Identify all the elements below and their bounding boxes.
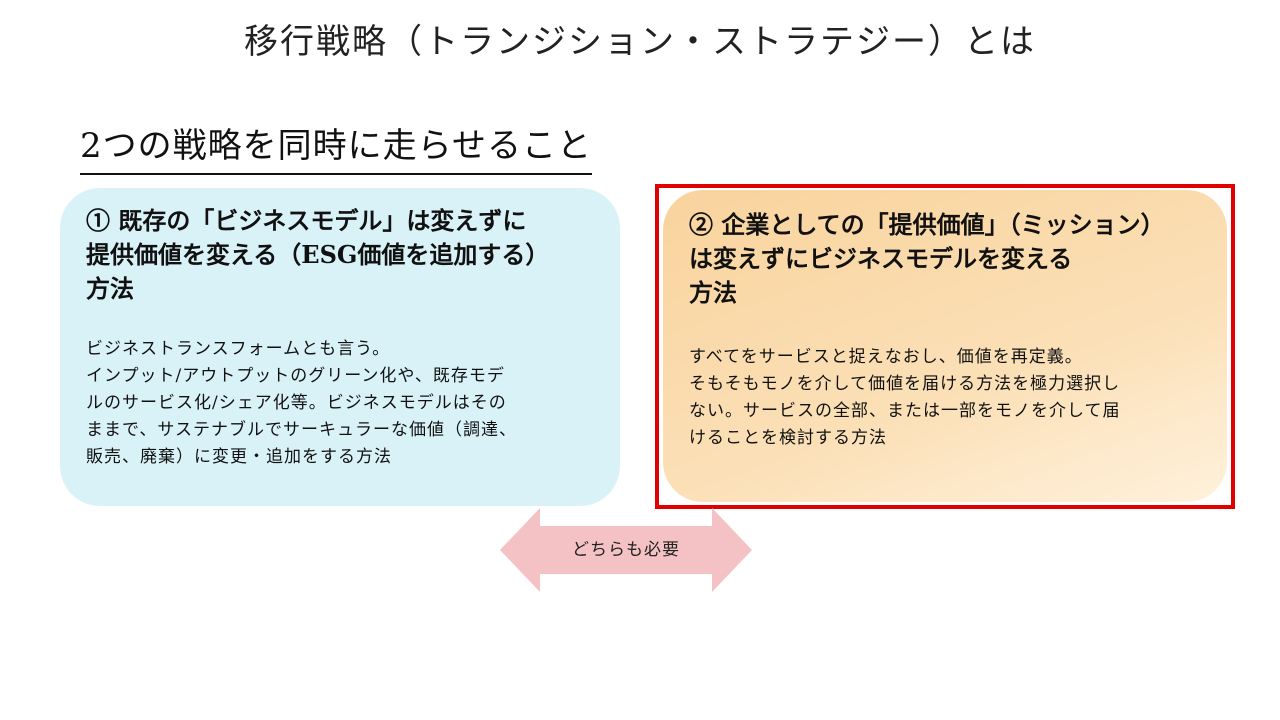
double-arrow-icon xyxy=(500,508,752,592)
strategy-card-1-heading: ① 既存の「ビジネスモデル」は変えずに 提供価値を変える（ESG価値を追加する）… xyxy=(86,206,550,303)
both-required-connector: どちらも必要 xyxy=(500,508,752,592)
strategy-card-1: ① 既存の「ビジネスモデル」は変えずに 提供価値を変える（ESG価値を追加する）… xyxy=(60,188,620,506)
strategy-card-2-highlight-frame: ② 企業としての「提供価値」（ミッション） は変えずにビジネスモデルを変える 方… xyxy=(655,184,1235,509)
strategy-card-2-heading: ② 企業としての「提供価値」（ミッション） は変えずにビジネスモデルを変える 方… xyxy=(689,210,1165,307)
connector-label: どちらも必要 xyxy=(572,540,680,560)
strategy-card-2: ② 企業としての「提供価値」（ミッション） は変えずにビジネスモデルを変える 方… xyxy=(663,190,1227,502)
strategy-card-2-body: すべてをサービスと捉えなおし、価値を再定義。 そもそもモノを介して価値を届ける方… xyxy=(689,347,1121,448)
strategy-card-1-body: ビジネストランスフォームとも言う。 インプット/アウトプットのグリーン化や、既存… xyxy=(86,339,517,467)
slide-subtitle: 2つの戦略を同時に走らせること xyxy=(80,118,592,175)
slide-title: 移行戦略（トランジション・ストラテジー）とは xyxy=(244,22,1036,62)
